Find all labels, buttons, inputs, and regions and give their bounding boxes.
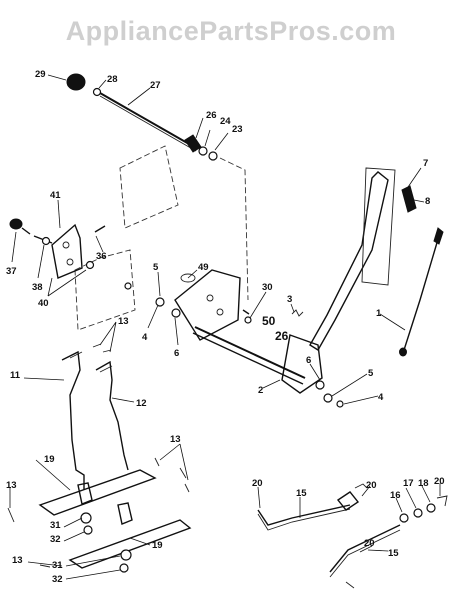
callout-24: 24	[220, 116, 231, 127]
callout-labels: 29 28 27 26 24 23 41 37 38 40 36 49 5 4 …	[6, 69, 445, 585]
callout-16: 16	[390, 490, 401, 501]
lift-link-11	[61, 350, 85, 490]
spring-part	[184, 134, 202, 153]
lever-grip	[361, 167, 396, 286]
bracket-assembly	[9, 218, 106, 279]
callout-49: 49	[198, 262, 209, 273]
shaft-assembly	[66, 73, 249, 301]
callout-8: 8	[425, 196, 430, 207]
callout-7: 7	[423, 158, 428, 169]
callout-19-upper: 19	[44, 454, 55, 465]
shaft-rod	[99, 92, 197, 149]
bracket-part	[51, 223, 83, 279]
callout-13-bottom: 13	[12, 555, 23, 566]
lift-lever	[281, 167, 444, 408]
callout-27: 27	[150, 80, 161, 91]
callout-5-left: 5	[153, 262, 159, 273]
callout-50: 50	[262, 314, 276, 328]
callout-26-top: 26	[206, 110, 217, 121]
lever-spring	[401, 185, 417, 213]
callout-3: 3	[287, 294, 292, 305]
callout-26-mid: 26	[275, 329, 289, 343]
watermark-text: AppliancePartsPros.com	[65, 16, 397, 46]
callout-31-upper: 31	[50, 520, 61, 531]
callout-32-upper: 32	[50, 534, 61, 545]
rod-15-lower	[329, 524, 401, 573]
washer-part	[92, 87, 102, 97]
callout-37: 37	[6, 266, 17, 277]
callout-20-lower: 20	[364, 538, 375, 549]
callout-30: 30	[262, 282, 273, 293]
callout-6-left: 6	[174, 348, 179, 359]
lift-link-12	[95, 360, 129, 471]
lower-link-19-lower	[68, 519, 192, 569]
callout-6-right: 6	[306, 355, 311, 366]
callout-32-lower: 32	[52, 574, 63, 585]
callout-13-upper: 13	[118, 316, 129, 327]
rod-15-upper	[257, 504, 351, 526]
callout-5-right: 5	[368, 368, 374, 379]
callout-11: 11	[10, 370, 21, 381]
callout-2: 2	[258, 385, 263, 396]
callout-20-right: 20	[434, 476, 445, 487]
callout-38: 38	[32, 282, 43, 293]
callout-12: 12	[136, 398, 147, 409]
mounting-plate	[74, 145, 179, 331]
callout-23: 23	[232, 124, 243, 135]
plate-part	[174, 269, 241, 341]
lower-link-19-upper	[38, 469, 157, 516]
callout-13-left: 13	[6, 480, 17, 491]
callout-41: 41	[50, 190, 61, 201]
callout-4-left: 4	[142, 332, 148, 343]
cross-shaft	[192, 326, 306, 385]
handle-rod	[403, 231, 441, 351]
callout-36: 36	[96, 251, 107, 262]
callout-40: 40	[38, 298, 49, 309]
lever-arm	[309, 171, 389, 351]
callout-19-lower: 19	[152, 540, 163, 551]
bottom-right-rods	[257, 483, 448, 589]
callout-29: 29	[35, 69, 46, 80]
callout-15-upper: 15	[296, 488, 307, 499]
callout-28: 28	[107, 74, 118, 85]
callout-13-right: 13	[170, 434, 181, 445]
callout-1: 1	[376, 308, 382, 319]
pin-part	[9, 218, 23, 230]
lower-links	[7, 457, 192, 573]
lift-links	[61, 343, 129, 490]
knob-part	[66, 73, 86, 91]
callout-18: 18	[418, 478, 429, 489]
callout-4-right: 4	[378, 392, 384, 403]
callout-20-left: 20	[252, 478, 263, 489]
callout-17: 17	[403, 478, 414, 489]
callout-20-mid: 20	[366, 480, 377, 491]
callout-31-lower: 31	[52, 560, 63, 571]
leader-lines	[9, 74, 441, 580]
lever-base	[281, 334, 323, 394]
callout-15-lower: 15	[388, 548, 399, 559]
